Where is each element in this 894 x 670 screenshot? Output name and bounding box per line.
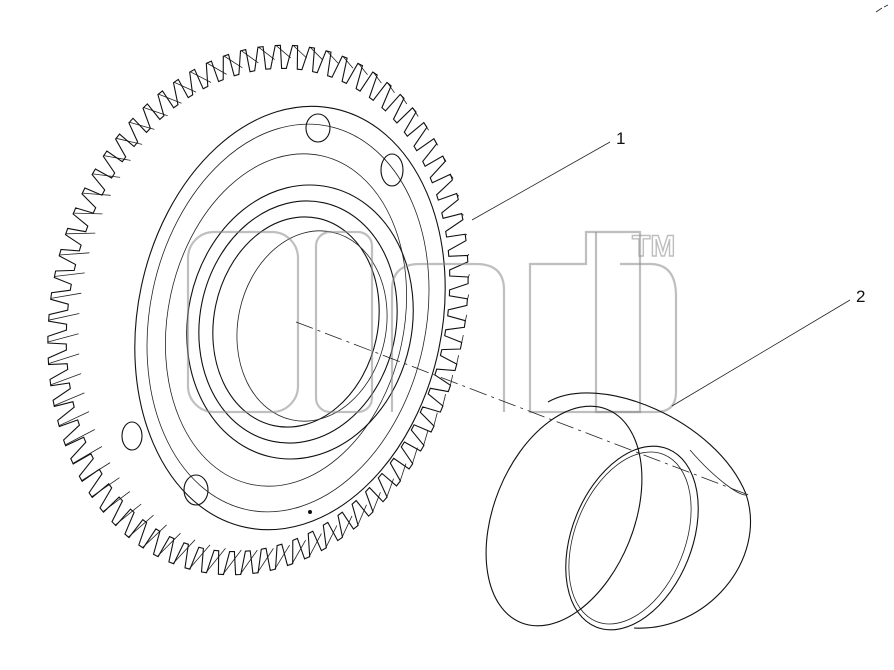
bushing-part-2 [485,392,752,631]
bolt-slot [380,153,404,187]
gear-tooth-edge [174,81,197,93]
gear-tooth-edge [372,492,381,513]
gear-tooth-edge [72,446,103,464]
gear-bolt-slots [121,113,404,506]
gear-tooth-edge [157,532,181,557]
gear-tooth-edge [373,72,382,84]
assembly-axis-line [295,321,747,495]
gear-tooth-edge [172,539,196,564]
watermark-logo: TM [186,229,678,414]
gear-tooth-edge [258,46,275,60]
gear-tooth-edge [54,272,85,277]
gear-tooth-edge [325,525,338,549]
gear-bore-inner [212,216,380,428]
gear-face-ring-inner [165,153,407,487]
gear-tooth-edge [48,313,80,321]
gear-tooth-edge [59,252,90,256]
gear-tooth-edge [53,392,85,406]
gear-bore-back [236,230,388,422]
bushing-front-bore [565,445,699,631]
gear-tooth-edge [291,540,306,565]
gear-tooth-edge [423,430,429,447]
leader-line-2 [671,299,851,407]
gear-tooth-edge [442,394,446,407]
gear-tooth-edge [433,412,438,428]
callout-number-1: 1 [616,129,625,148]
gear-face-ring-mid [146,123,430,513]
gear-face-ring-outer [134,105,446,531]
gear-tooth-edge [341,515,353,538]
gear-tooth-edge [239,549,258,575]
gear-tooth-edge [309,47,323,60]
gear-tooth-edge [222,549,242,575]
leader-line-1 [471,141,611,221]
gear-bore-outer [186,184,414,460]
gear-tooth-edge [274,544,290,570]
callout-2: 2 [671,287,865,407]
bushing-rear-edge [689,449,749,496]
callout-number-2: 2 [856,287,865,306]
gear-dot [308,510,312,514]
callout-1: 1 [471,129,625,221]
gear-tooth-edge [357,504,367,527]
gear-tooth-edge [342,56,354,69]
gear-tooth-edge [47,333,79,343]
gear-tooth-edge [205,548,226,573]
watermark-letter-1 [186,230,300,414]
corner-mark [875,4,889,13]
gear-tooth-edge [358,63,368,76]
gear-tooth-edge [48,353,80,364]
gear-tooth-edge [58,411,90,427]
bolt-slot [183,474,209,506]
bolt-slot [305,113,331,143]
gear-tooth-edge [449,374,454,387]
gear-teeth [47,44,469,576]
gear-back-rim [47,45,470,575]
gear-tooth-edge [50,373,82,386]
bushing-front-chamfer [568,451,692,625]
gear-tooth-edge [386,478,394,498]
gear-tooth-edge [65,429,95,446]
bolt-slot [121,421,143,451]
gear-bore-shoulder [198,200,398,444]
gear-tooth-edge [292,45,307,59]
gear-tooth-edge [190,71,212,83]
watermark-letter-3 [390,262,506,412]
gear-tooth-edge [188,544,211,570]
gear-tooth-edge [456,355,459,366]
gear-tooth-edge [82,192,111,196]
gear-tooth-edge [73,212,103,215]
gear-tooth-edge [275,45,291,59]
gear-tooth-edge [257,548,274,574]
gear-tooth-edge [65,232,96,235]
gear-tooth-edge [411,447,418,465]
watermark-letter-2 [314,230,374,414]
bushing-front-edge [485,405,643,627]
watermark-letter-4 [528,230,642,414]
gear-tooth-edge [308,533,322,558]
gear-part-1 [47,44,470,576]
gear-tooth-edge [116,137,143,145]
gear-tooth-edge [50,292,82,299]
watermark-trademark: TM [632,230,675,263]
gear-tooth-edge [326,50,339,64]
